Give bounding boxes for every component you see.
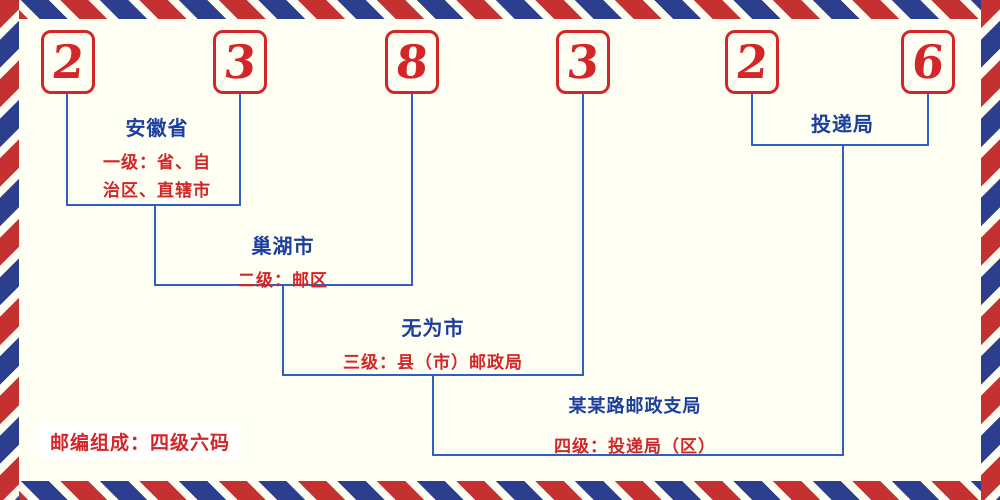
label-delivery-bureau: 投递局 (765, 108, 920, 137)
connector-line-level4-top (751, 144, 929, 146)
digit-1: 2 (49, 35, 87, 89)
connector-line-level3-drop (432, 374, 434, 456)
delivery-bureau-name: 投递局 (811, 112, 874, 136)
airmail-border-right (981, 0, 1000, 500)
label-level3: 无为市 三级：县（市）邮政局 (308, 312, 558, 373)
level1-description-line1: 一级：省、自 (103, 153, 211, 173)
level1-place-name: 安徽省 (125, 116, 189, 140)
digit-box-5: 2 (725, 30, 779, 94)
connector-line-level4-bottom (432, 454, 844, 456)
connector-line-level4-right (927, 94, 929, 146)
connector-line-level1-drop (154, 204, 156, 286)
digit-box-1: 2 (41, 30, 95, 94)
digit-3: 8 (393, 35, 431, 89)
label-level2: 巢湖市 二级：邮区 (183, 230, 383, 291)
digit-5: 2 (733, 35, 771, 89)
digit-box-6: 6 (901, 30, 955, 94)
connector-line-level1-right (239, 94, 241, 206)
level2-place-name: 巢湖市 (251, 234, 315, 258)
level3-place-name: 无为市 (401, 316, 465, 340)
label-level1: 安徽省 一级：省、自 治区、直辖市 (57, 112, 257, 201)
airmail-border-top (0, 0, 1000, 19)
digit-4: 3 (564, 35, 602, 89)
digit-box-3: 8 (385, 30, 439, 94)
level3-description: 三级：县（市）邮政局 (343, 353, 523, 373)
connector-line-level1-bottom (66, 204, 241, 206)
connector-line-level2-right (411, 94, 413, 286)
airmail-border-left (0, 0, 19, 500)
digit-box-4: 3 (556, 30, 610, 94)
connector-line-level2-drop (282, 284, 284, 376)
level1-description-line2: 治区、直辖市 (103, 181, 211, 201)
footer-note: 邮编组成：四级六码 (38, 423, 243, 460)
airmail-border-bottom (0, 481, 1000, 500)
level4-description: 四级：投递局（区） (554, 437, 716, 457)
digit-2: 3 (221, 35, 259, 89)
digit-box-2: 3 (213, 30, 267, 94)
level4-place-name: 某某路邮政支局 (568, 396, 702, 417)
connector-line-level4-left (751, 94, 753, 146)
connector-line-level1-left (66, 94, 68, 206)
level2-description: 二级：邮区 (238, 271, 328, 291)
connector-line-level4-drop (842, 144, 844, 456)
digit-6: 6 (909, 35, 947, 89)
connector-line-level3-right (582, 94, 584, 376)
label-level4: 某某路邮政支局 四级：投递局（区） (510, 392, 760, 457)
